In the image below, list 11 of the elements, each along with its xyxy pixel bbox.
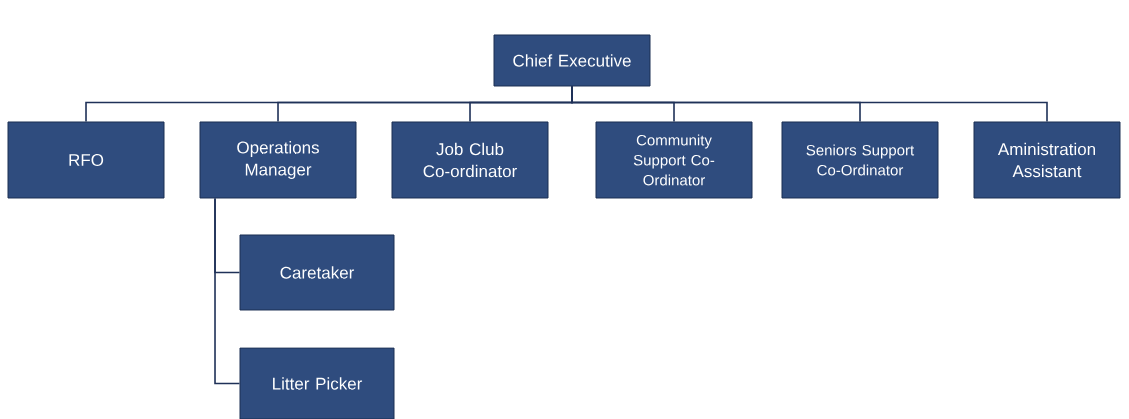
position-box: RFO [7,121,165,199]
position-box: Litter Picker [239,347,395,419]
connector-line [571,85,1048,123]
position-box: Aministration Assistant [973,121,1121,199]
position-box: Job Club Co-ordinator [391,121,549,199]
position-box: Chief Executive [493,34,651,87]
connector-line [214,197,241,385]
position-box: Seniors Support Co-Ordinator [781,121,939,199]
position-box: Caretaker [239,234,395,311]
position-box: Operations Manager [199,121,357,199]
position-box: Community Support Co-Ordinator [595,121,753,199]
